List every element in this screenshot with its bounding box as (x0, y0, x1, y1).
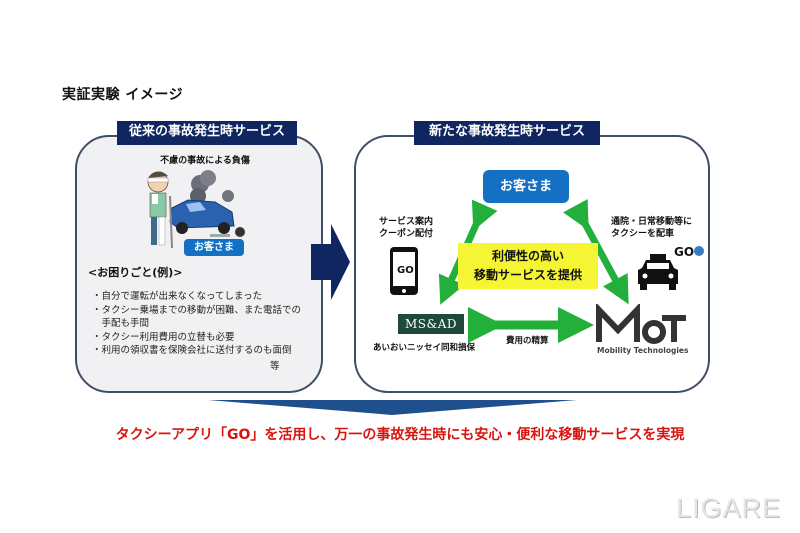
taxi-icon: GO (638, 245, 704, 290)
coupon-label: サービス案内 クーポン配付 (371, 216, 441, 240)
troubles-list: ・自分で運転が出来なくなってしまった ・タクシー乗場までの移動が困難、また電話で… (92, 290, 312, 358)
transition-arrow-icon (311, 224, 350, 300)
ride-dispatch-label: 通院・日常移動等に タクシーを配車 (611, 216, 711, 240)
trouble-item: ・利用の領収書を保険会社に送付するのも面倒 (92, 345, 292, 357)
troubles-title: <お困りごと(例)> (88, 266, 183, 279)
trouble-item: ・自分で運転が出来なくなってしまった (92, 291, 263, 302)
mot-logo-icon (596, 304, 686, 344)
conclusion-text: タクシーアプリ「GO」を活用し、万一の事故発生時にも安心・便利な移動サービスを実… (115, 427, 685, 443)
down-arrow-icon (208, 400, 577, 415)
fee-settlement-label: 費用の精算 (506, 336, 549, 346)
go-logo-text-taxi: GO (674, 245, 694, 259)
trouble-item: 手配も手間 (92, 318, 150, 330)
trouble-item: ・タクシー乗場までの移動が困難、また電話での (92, 304, 302, 316)
troubles-etc: 等 (270, 361, 280, 372)
smartphone-go-app-icon: GO (390, 247, 418, 295)
injured-person-icon (147, 171, 173, 249)
arrow-customer-mot (563, 199, 629, 305)
page-title: 実証実験 イメージ (62, 87, 184, 103)
injured-person-car-illustration (147, 170, 245, 249)
trouble-item: ・タクシー利用費用の立替も必要 (92, 331, 235, 343)
crashed-car-icon (169, 199, 245, 237)
msad-logo: MS&AD (398, 314, 464, 334)
customer-badge-new: お客さま (483, 170, 569, 203)
accident-caption: 不慮の事故による負傷 (160, 156, 250, 166)
mobility-service-highlight: 利便性の高い 移動サービスを提供 (458, 243, 598, 289)
go-logo-text: GO (397, 265, 414, 276)
ride-label-line-1: 通院・日常移動等に (611, 217, 693, 227)
highlight-line-2: 移動サービスを提供 (473, 268, 582, 282)
mot-company-name: Mobility Technologies (597, 346, 689, 355)
coupon-label-line-2: クーポン配付 (378, 229, 433, 239)
coupon-label-line-1: サービス案内 (378, 217, 433, 227)
smoke-icon (190, 170, 234, 204)
ride-label-line-2: タクシーを配車 (611, 229, 675, 239)
new-service-header: 新たな事故発生時サービス (414, 121, 600, 145)
conventional-service-header: 従来の事故発生時サービス (117, 121, 297, 145)
ligare-watermark: LIGARE (676, 493, 782, 523)
customer-badge-conventional: お客さま (184, 239, 244, 256)
highlight-line-1: 利便性の高い (491, 249, 564, 263)
msad-company-name: あいおいニッセイ同和損保 (373, 343, 476, 353)
